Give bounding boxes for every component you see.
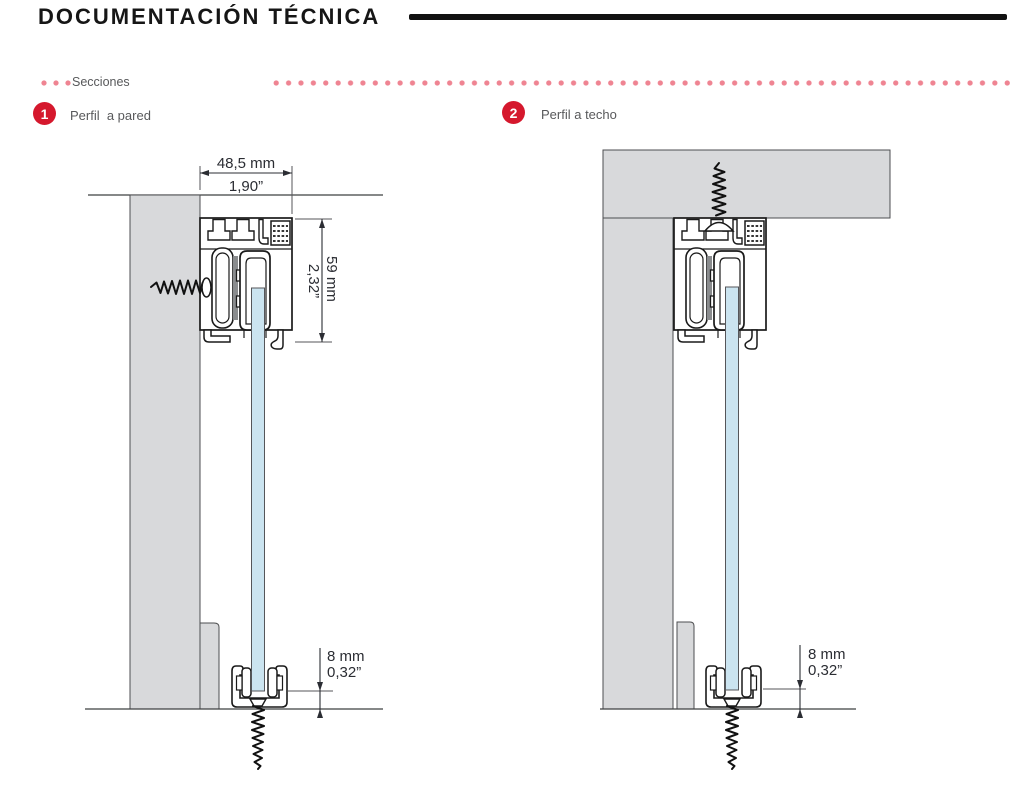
title-rule: [409, 14, 1007, 20]
glass-panel: [251, 287, 265, 692]
figure-2-badge: 2: [502, 101, 525, 124]
dim-gap-mm: 8 mm: [808, 646, 846, 663]
dimension-height: 59 mm 2,32”: [295, 218, 340, 343]
skirting-board: [199, 622, 220, 710]
dimension-floor-gap: 8 mm 0,32”: [288, 648, 365, 718]
dimension-floor-gap: 8 mm 0,32”: [763, 645, 846, 718]
sections-label: Secciones: [72, 75, 130, 89]
screw-dome-head: [703, 221, 735, 232]
diagram-ceiling-profile: 8 mm 0,32”: [600, 149, 891, 770]
diagram-wall-profile: 48,5 mm 1,90” 59 mm 2,32” 8 mm 0,32”: [85, 155, 383, 770]
top-track-profile: [199, 217, 293, 350]
wall: [602, 217, 674, 710]
ceiling-screw-icon: [711, 162, 727, 217]
dim-width-mm: 48,5 mm: [217, 155, 275, 172]
figure-2-label: Perfil a techo: [541, 107, 617, 122]
glass-panel: [725, 286, 739, 691]
figure-1-badge: 1: [33, 102, 56, 125]
dotted-separator-small: [38, 80, 74, 86]
dim-gap-inch: 0,32”: [808, 662, 842, 679]
figure-1-label: Perfil a pared: [70, 108, 151, 123]
top-track-profile: [673, 217, 767, 350]
page-title: DOCUMENTACIÓN TÉCNICA: [38, 4, 381, 29]
dim-height-mm: 59 mm: [323, 256, 340, 302]
dim-width-inch: 1,90”: [229, 178, 263, 195]
dotted-separator-long: [270, 80, 1011, 86]
dim-height-label: 59 mm 2,32”: [305, 256, 340, 306]
skirting-board: [676, 621, 695, 710]
wall-screw-icon: [150, 277, 212, 298]
dimension-width: 48,5 mm 1,90”: [199, 155, 293, 214]
ceiling-slab: [602, 149, 891, 219]
dim-gap-mm: 8 mm: [327, 648, 365, 665]
wall: [129, 194, 201, 710]
dim-height-inch: 2,32”: [305, 264, 322, 298]
dim-gap-inch: 0,32”: [327, 664, 361, 681]
